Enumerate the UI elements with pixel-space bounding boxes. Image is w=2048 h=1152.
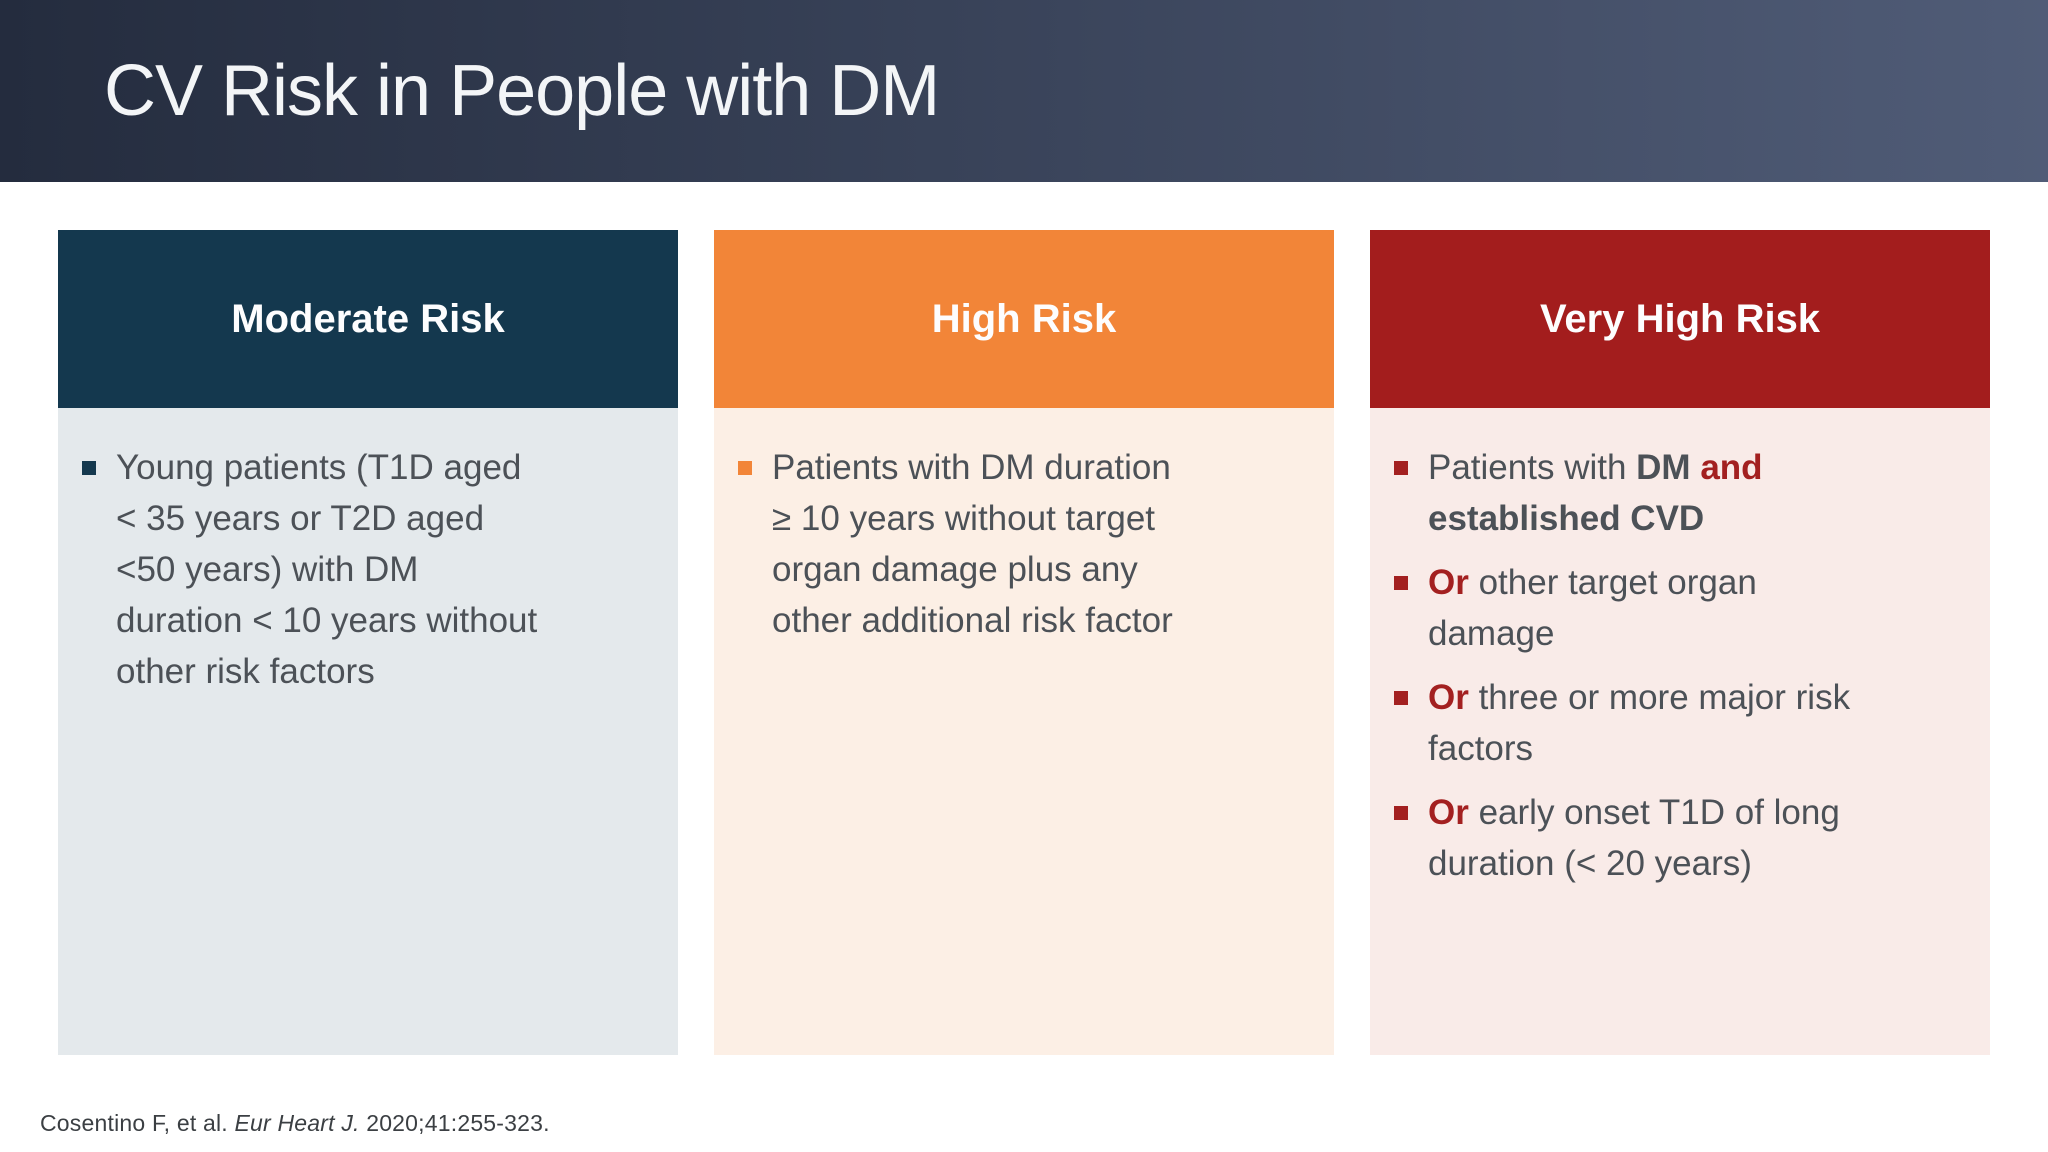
text-run: Patients with DM duration	[772, 448, 1171, 487]
bullet-square-icon	[738, 461, 752, 475]
risk-item: Patients with DM and established CVD	[1394, 442, 1964, 544]
text-run: damage	[1428, 614, 1555, 653]
text-run: organ damage plus any	[772, 550, 1138, 589]
risk-item-list: Patients with DM duration ≥ 10 years with…	[738, 442, 1308, 646]
text-run: duration < 10 years without	[116, 601, 538, 640]
risk-card-header-moderate: Moderate Risk	[58, 230, 678, 408]
citation: Cosentino F, et al. Eur Heart J. 2020;41…	[40, 1110, 550, 1137]
text-run: Young patients (T1D aged	[116, 448, 522, 487]
bullet-square-icon	[1394, 576, 1408, 590]
text-run: ≥ 10 years without target	[772, 499, 1156, 538]
text-run: <50 years) with DM	[116, 550, 419, 589]
bullet-square-icon	[1394, 691, 1408, 705]
text-run: other target organ	[1468, 563, 1757, 602]
risk-item-text: Or other target organ damage	[1428, 557, 1964, 659]
text-run: and	[1700, 448, 1763, 487]
text-run: < 35 years or T2D aged	[116, 499, 485, 538]
risk-item: Or three or more major risk factors	[1394, 672, 1964, 774]
risk-card-body-high: Patients with DM duration ≥ 10 years with…	[714, 408, 1334, 1055]
bullet-square-icon	[82, 461, 96, 475]
risk-item: Or other target organ damage	[1394, 557, 1964, 659]
risk-item-list: Young patients (T1D aged < 35 years or T2…	[82, 442, 652, 697]
risk-card-header-very-high: Very High Risk	[1370, 230, 1990, 408]
text-run: other additional risk factor	[772, 601, 1173, 640]
text-run: three or more major risk	[1468, 678, 1851, 717]
text-run: factors	[1428, 729, 1534, 768]
text-run: Patients with	[1428, 448, 1637, 487]
risk-item-text: Young patients (T1D aged < 35 years or T2…	[116, 442, 652, 697]
bullet-square-icon	[1394, 461, 1408, 475]
text-run: established CVD	[1428, 499, 1705, 538]
risk-item: Young patients (T1D aged < 35 years or T2…	[82, 442, 652, 697]
risk-card-body-moderate: Young patients (T1D aged < 35 years or T2…	[58, 408, 678, 1055]
text-run: early onset T1D of long	[1468, 793, 1840, 832]
citation-reference: 2020;41:255-323.	[359, 1110, 550, 1136]
risk-item-text: Patients with DM and established CVD	[1428, 442, 1964, 544]
text-run: DM	[1636, 448, 1701, 487]
citation-authors: Cosentino F, et al.	[40, 1110, 235, 1136]
risk-item-list: Patients with DM and established CVD Or ot…	[1394, 442, 1964, 889]
risk-item-text: Or three or more major risk factors	[1428, 672, 1964, 774]
text-run: Or	[1428, 563, 1469, 602]
text-run: other risk factors	[116, 652, 375, 691]
text-run: Or	[1428, 678, 1469, 717]
risk-item: Patients with DM duration ≥ 10 years with…	[738, 442, 1308, 646]
bullet-square-icon	[1394, 806, 1408, 820]
risk-item-text: Or early onset T1D of long duration (< 20…	[1428, 787, 1964, 889]
risk-item-text: Patients with DM duration ≥ 10 years with…	[772, 442, 1308, 646]
slide-title: CV Risk in People with DM	[104, 51, 940, 131]
risk-card-body-very-high: Patients with DM and established CVD Or ot…	[1370, 408, 1990, 1055]
risk-item: Or early onset T1D of long duration (< 20…	[1394, 787, 1964, 889]
text-run: duration (< 20 years)	[1428, 844, 1752, 883]
risk-card-header-high: High Risk	[714, 230, 1334, 408]
citation-journal: Eur Heart J.	[234, 1110, 360, 1136]
text-run: Or	[1428, 793, 1469, 832]
slide-title-band: CV Risk in People with DM	[0, 0, 2048, 182]
